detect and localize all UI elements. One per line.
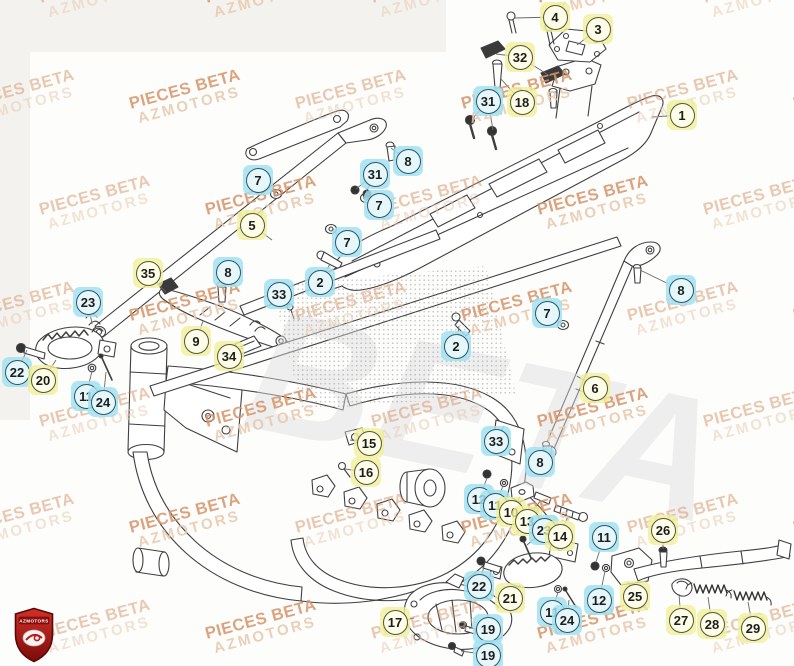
- callout-number: 29: [740, 615, 766, 641]
- callout-number: 18: [509, 89, 535, 115]
- callout-number: 16: [353, 459, 379, 485]
- callout-17[interactable]: 17: [380, 607, 410, 637]
- callout-number: 9: [183, 328, 209, 354]
- callout-number: 8: [215, 259, 241, 285]
- callout-19[interactable]: 19: [473, 640, 503, 666]
- callout-35[interactable]: 35: [133, 258, 163, 288]
- callout-number: 21: [497, 585, 523, 611]
- callout-number: 33: [483, 428, 509, 454]
- callout-7[interactable]: 7: [532, 298, 562, 328]
- callout-number: 26: [650, 517, 676, 543]
- callout-6[interactable]: 6: [580, 373, 610, 403]
- callout-24[interactable]: 24: [88, 387, 118, 417]
- callout-2[interactable]: 2: [305, 267, 335, 297]
- callout-number: 8: [395, 148, 421, 174]
- callout-9[interactable]: 9: [181, 326, 211, 356]
- callout-21[interactable]: 21: [495, 583, 525, 613]
- callout-number: 2: [443, 333, 469, 359]
- callout-8[interactable]: 8: [393, 146, 423, 176]
- callout-number: 7: [245, 167, 271, 193]
- callout-number: 24: [90, 389, 116, 415]
- callout-23[interactable]: 23: [73, 287, 103, 317]
- callout-29[interactable]: 29: [738, 613, 768, 643]
- callout-8[interactable]: 8: [525, 447, 555, 477]
- callout-28[interactable]: 28: [697, 609, 727, 639]
- callout-number: 12: [586, 587, 612, 613]
- callout-number: 17: [382, 609, 408, 635]
- callout-number: 6: [582, 375, 608, 401]
- callout-7[interactable]: 7: [364, 190, 394, 220]
- callout-number: 34: [216, 343, 242, 369]
- callout-number: 23: [75, 289, 101, 315]
- callout-34[interactable]: 34: [214, 341, 244, 371]
- callout-1[interactable]: 1: [667, 100, 697, 130]
- callout-number: 1: [669, 102, 695, 128]
- callout-4[interactable]: 4: [540, 2, 570, 32]
- callout-5[interactable]: 5: [237, 210, 267, 240]
- callout-number: 7: [334, 229, 360, 255]
- callout-number: 32: [507, 44, 533, 70]
- callout-25[interactable]: 25: [620, 581, 650, 611]
- callout-3[interactable]: 3: [583, 14, 613, 44]
- callout-number: 28: [699, 611, 725, 637]
- callout-11[interactable]: 11: [589, 522, 619, 552]
- callout-7[interactable]: 7: [243, 165, 273, 195]
- callout-12[interactable]: 12: [584, 585, 614, 615]
- callout-number: 5: [239, 212, 265, 238]
- callout-number: 31: [362, 161, 388, 187]
- callout-33[interactable]: 33: [264, 279, 294, 309]
- callout-16[interactable]: 16: [351, 457, 381, 487]
- halftone-texture: [272, 266, 516, 410]
- callout-22[interactable]: 22: [2, 357, 32, 387]
- callout-number: 8: [527, 449, 553, 475]
- callout-14[interactable]: 14: [545, 521, 575, 551]
- callout-33[interactable]: 33: [481, 426, 511, 456]
- callout-26[interactable]: 26: [648, 515, 678, 545]
- azmotors-shield-logo: AZMOTORS: [14, 607, 54, 663]
- callout-number: 33: [266, 281, 292, 307]
- callout-19[interactable]: 19: [473, 614, 503, 644]
- callout-18[interactable]: 18: [507, 87, 537, 117]
- callout-number: 24: [554, 607, 580, 633]
- callout-number: 35: [135, 260, 161, 286]
- callout-22[interactable]: 22: [464, 571, 494, 601]
- callout-number: 25: [622, 583, 648, 609]
- callout-number: 15: [356, 430, 382, 456]
- callout-8[interactable]: 8: [213, 257, 243, 287]
- callout-number: 11: [591, 524, 617, 550]
- callout-number: 14: [547, 523, 573, 549]
- callout-15[interactable]: 15: [354, 428, 384, 458]
- callout-number: 7: [534, 300, 560, 326]
- callout-number: 7: [366, 192, 392, 218]
- callout-32[interactable]: 32: [505, 42, 535, 72]
- callout-number: 22: [466, 573, 492, 599]
- callout-number: 8: [668, 277, 694, 303]
- callout-24[interactable]: 24: [552, 605, 582, 635]
- callout-number: 27: [668, 607, 694, 633]
- logo-text: AZMOTORS: [19, 618, 48, 623]
- callout-number: 2: [307, 269, 333, 295]
- callout-number: 22: [4, 359, 30, 385]
- page-margin-top: [0, 0, 446, 52]
- callout-7[interactable]: 7: [332, 227, 362, 257]
- callout-27[interactable]: 27: [666, 605, 696, 635]
- callout-number: 3: [585, 16, 611, 42]
- callout-number: 4: [542, 4, 568, 30]
- callout-2[interactable]: 2: [441, 331, 471, 361]
- callout-number: 20: [30, 367, 56, 393]
- callout-number: 31: [475, 88, 501, 114]
- callout-31[interactable]: 31: [360, 159, 390, 189]
- callout-8[interactable]: 8: [666, 275, 696, 305]
- callout-number: 19: [475, 642, 501, 666]
- callout-number: 19: [475, 616, 501, 642]
- callout-20[interactable]: 20: [28, 365, 58, 395]
- callout-31[interactable]: 31: [473, 86, 503, 116]
